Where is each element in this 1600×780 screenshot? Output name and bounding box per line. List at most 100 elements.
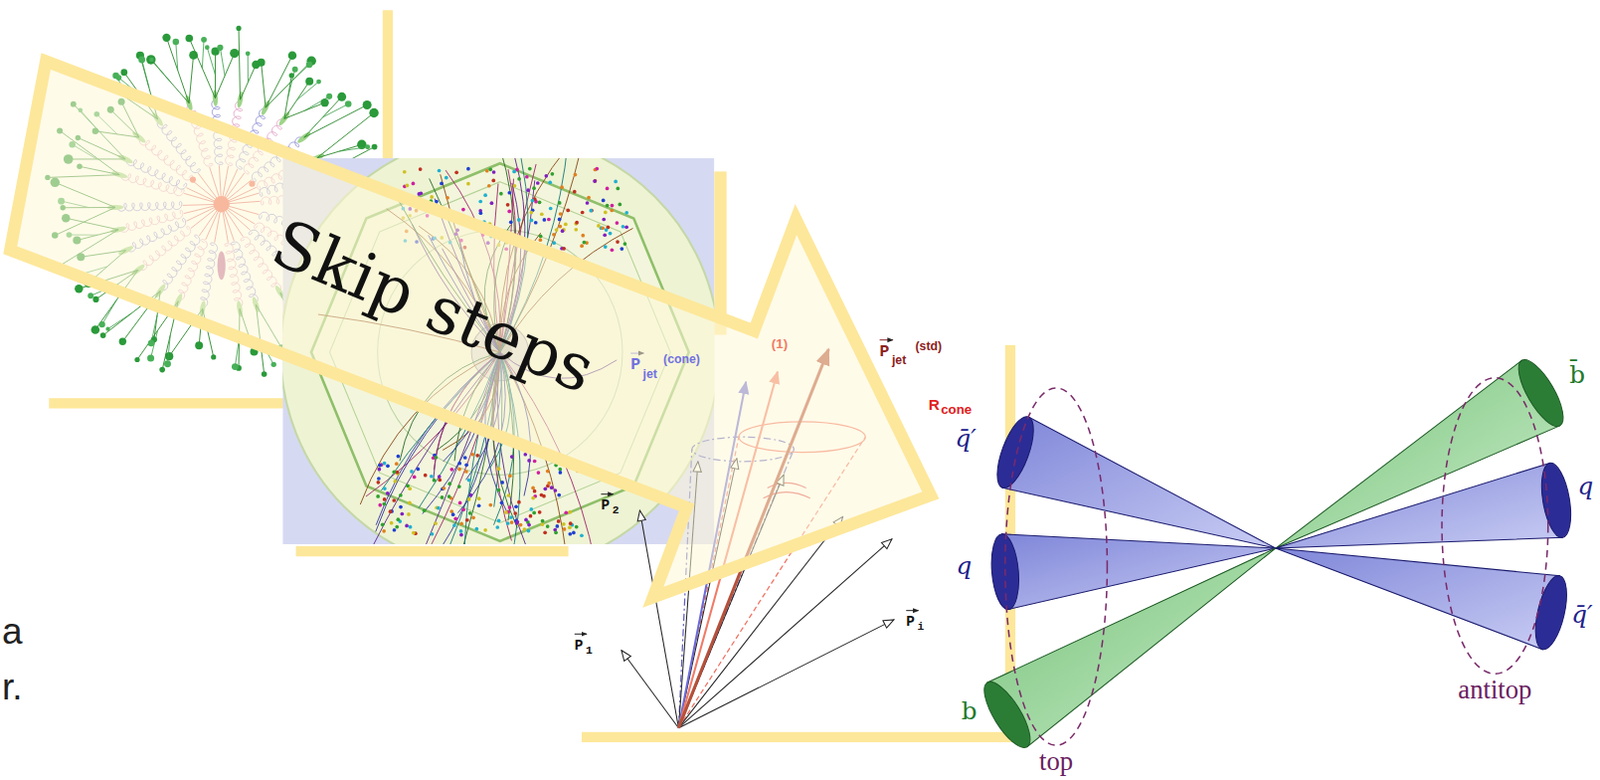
hit-dot: [545, 524, 550, 529]
node-outline: [1433, 372, 1562, 720]
hit-dot: [615, 239, 620, 244]
hadron-dot: [105, 327, 110, 332]
hadron-dot: [345, 100, 353, 108]
antitop-group: antitop: [1433, 372, 1562, 720]
hit-dot: [603, 210, 608, 215]
hit-dot: [538, 237, 543, 242]
hadron-branch: [201, 39, 204, 69]
hit-dot: [549, 485, 554, 490]
hit-dot: [621, 224, 626, 229]
slide-text-fragment: a: [1, 612, 23, 650]
hadron-dot: [92, 296, 99, 303]
hadron-dot: [216, 44, 223, 51]
hit-dot: [478, 199, 483, 204]
hadron-dot: [210, 354, 216, 359]
hit-dot: [567, 532, 572, 536]
hadron-branch: [238, 27, 240, 100]
hit-dot: [551, 232, 556, 237]
hit-dot: [533, 489, 537, 494]
hit-dot: [574, 220, 579, 225]
hit-dot: [497, 519, 502, 524]
hadron-branch: [317, 144, 362, 158]
hit-dot: [451, 512, 456, 517]
hadron-branch: [284, 81, 310, 120]
hit-dot: [510, 520, 515, 525]
hit-dot: [485, 169, 490, 174]
vector-accent: [905, 609, 918, 611]
hit-dot: [568, 521, 573, 526]
hit-dot: [567, 510, 572, 515]
hit-dot: [464, 469, 469, 474]
hadron-branch: [339, 147, 367, 152]
hit-dot: [497, 466, 502, 471]
hit-dot: [515, 520, 520, 525]
hadron-dot: [231, 362, 239, 370]
hit-dot: [437, 474, 442, 479]
quark-label: q̄′: [1571, 601, 1593, 627]
hit-dot: [588, 208, 593, 213]
hadron-branch: [265, 60, 312, 108]
hit-dot: [536, 470, 541, 475]
hit-dot: [593, 178, 598, 183]
hit-dot: [546, 481, 551, 486]
hit-dot: [444, 176, 449, 180]
hit-dot: [615, 186, 620, 191]
hit-dot: [382, 461, 387, 466]
hit-dot: [492, 170, 497, 175]
hit-dot: [417, 191, 422, 196]
hadron-branch: [304, 104, 367, 138]
hit-dot: [437, 478, 442, 483]
hit-dot: [558, 211, 563, 216]
hit-dot: [609, 208, 614, 213]
hadron-dot: [261, 370, 268, 377]
hit-dot: [475, 527, 480, 532]
hit-dot: [556, 519, 561, 524]
quark-label: q̄′: [955, 426, 977, 452]
skip-arrow: Skip steps: [0, 50, 949, 612]
hit-dot: [411, 181, 416, 186]
hit-dot: [396, 454, 401, 459]
hit-dot: [533, 459, 537, 464]
hit-dot: [542, 530, 547, 534]
hit-dot: [558, 470, 563, 475]
hadron-dot: [87, 292, 94, 299]
hadron-branch: [214, 53, 234, 99]
hit-dot: [385, 464, 390, 469]
hit-dot: [527, 458, 532, 463]
hit-dot: [624, 210, 629, 215]
hadron-dot: [119, 338, 127, 346]
hit-dot: [580, 233, 585, 238]
hit-dot: [504, 510, 509, 515]
hit-dot: [429, 474, 434, 479]
hit-dot: [604, 227, 609, 232]
hit-dot: [375, 494, 380, 499]
hit-dot: [532, 185, 536, 190]
hit-dot: [613, 179, 618, 184]
hit-dot: [573, 227, 578, 232]
cone-base: [1510, 354, 1572, 433]
hit-dot: [380, 522, 385, 527]
hit-dot: [537, 199, 542, 204]
vector-accent: [880, 339, 893, 341]
hadron-branch: [167, 335, 171, 364]
hit-dot: [523, 527, 528, 532]
hadron-dot: [245, 50, 251, 56]
hit-dot: [507, 493, 512, 498]
vector-tag: (cone): [663, 353, 701, 365]
vector-symbol: P: [905, 614, 915, 629]
slide-text-fragment: r.: [1, 668, 23, 706]
hit-dot: [517, 217, 522, 222]
hit-dot: [434, 455, 439, 460]
hadron-branch: [151, 59, 171, 82]
group-ellipse: [1441, 377, 1549, 675]
hit-dot: [377, 463, 382, 468]
hit-dot: [567, 525, 572, 530]
hit-dot: [565, 208, 570, 213]
hit-dot: [499, 191, 504, 196]
hit-dot: [385, 491, 390, 496]
hit-dot: [543, 486, 548, 491]
hit-dot: [447, 481, 452, 486]
hit-dot: [585, 200, 590, 205]
hadron-dot: [98, 321, 105, 328]
hit-dot: [467, 478, 472, 483]
